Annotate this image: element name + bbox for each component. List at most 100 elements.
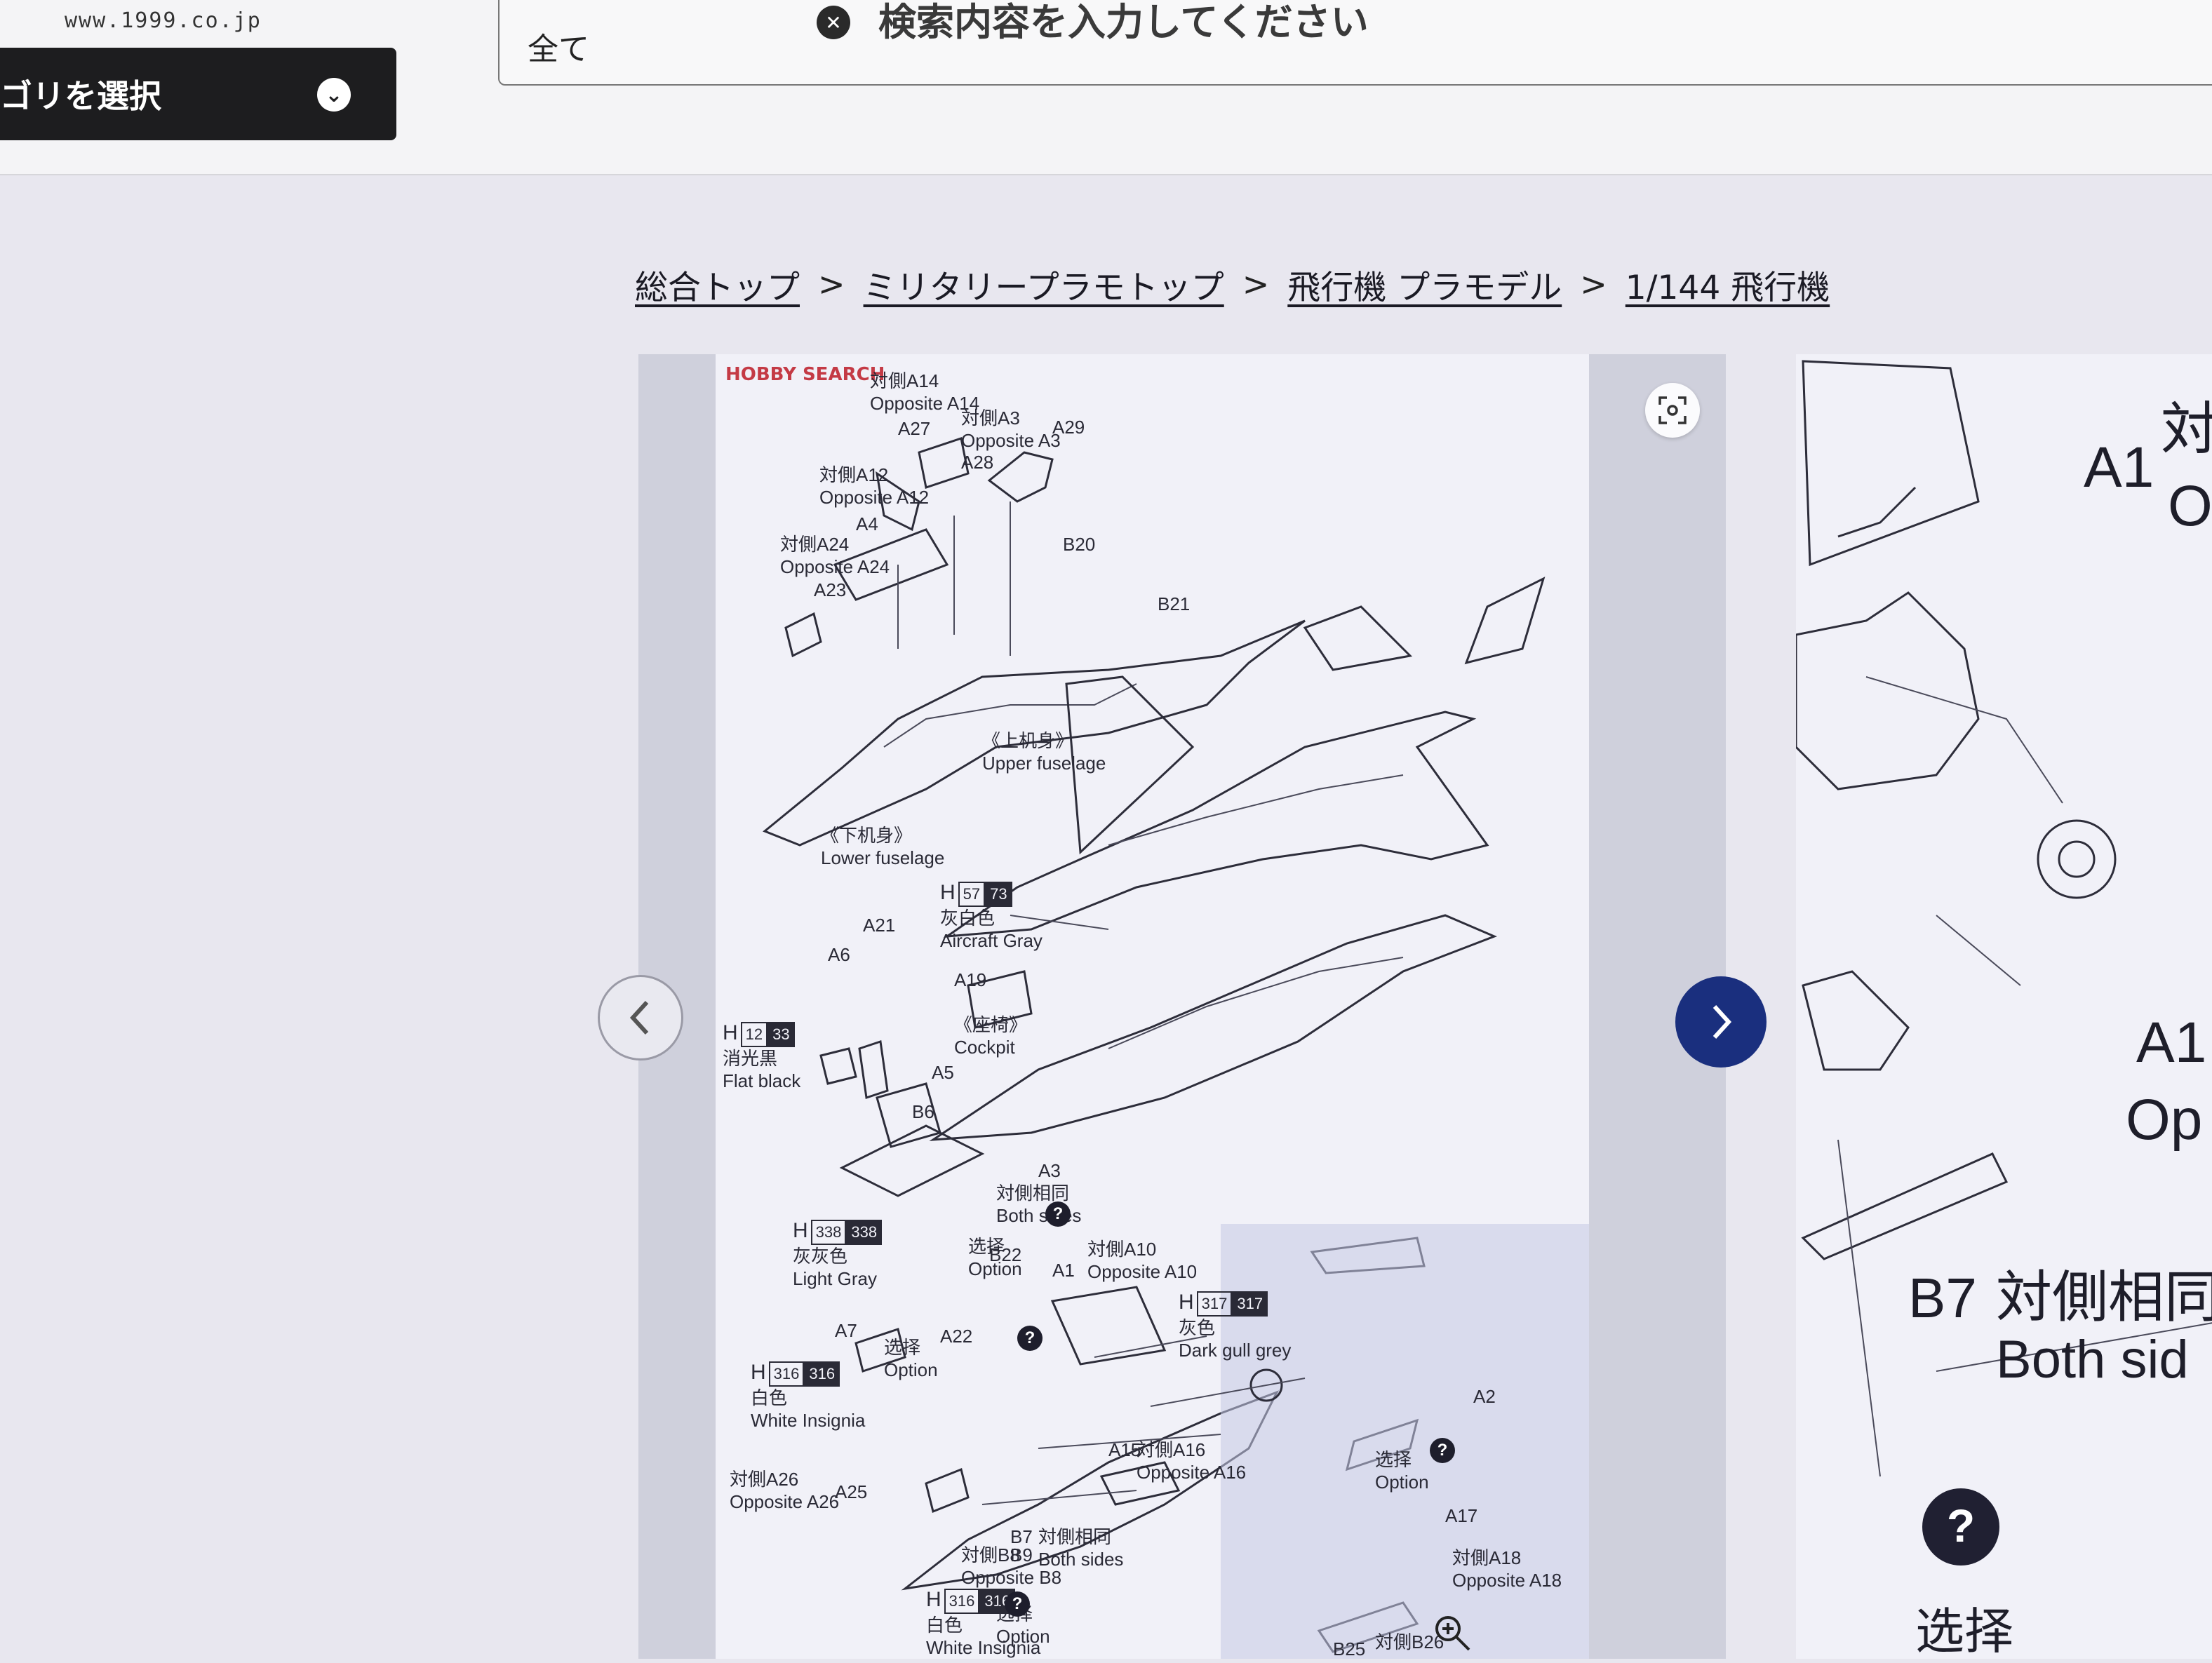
question-circle-icon: ? xyxy=(1005,1591,1030,1617)
label-jp: 対側相同 xyxy=(1038,1526,1112,1547)
next-diagram-label-both-jp: 対側相同 xyxy=(1996,1266,2212,1328)
label-en: Opposite A24 xyxy=(780,556,890,577)
paint-chip: 316 xyxy=(768,1361,805,1387)
part-number: A1 xyxy=(1052,1260,1075,1281)
site-url[interactable]: www.1999.co.jp xyxy=(65,8,262,33)
label-jp: 选择 xyxy=(968,1236,1005,1257)
next-glyph xyxy=(1712,1004,1732,1039)
breadcrumb-item-scale[interactable]: 1/144 飛行機 xyxy=(1625,268,1830,307)
label-jp: 消光黒 xyxy=(723,1048,778,1069)
next-diagram-label-o-top: O xyxy=(2168,474,2212,538)
search-scope[interactable]: 全て xyxy=(528,32,589,67)
paint-code-letter: H xyxy=(751,1361,766,1384)
diagram-label-lower-fuselage: 《下机身》Lower fuselage xyxy=(821,824,944,869)
label-en: Opposite A3 xyxy=(961,430,1061,451)
label-en: Opposite A14 xyxy=(870,393,980,414)
label-jp: 対側A24 xyxy=(780,534,850,555)
label-jp: 选择 xyxy=(884,1337,921,1358)
diagram-label-b20: B20 xyxy=(1063,533,1095,556)
question-circle-icon: ? xyxy=(1017,1326,1043,1351)
paint-code-letter: H xyxy=(940,881,956,904)
diagram-label-a5: A5 xyxy=(932,1061,954,1084)
diagram-label-a23: A23 xyxy=(814,579,846,601)
diagram-label-a19: A19 xyxy=(954,969,986,991)
breadcrumb-separator: > xyxy=(1580,265,1607,303)
label-en: Opposite A18 xyxy=(1452,1570,1562,1591)
zoom-in-icon[interactable] xyxy=(1431,1612,1473,1654)
diagram-label-cockpit: 《座椅》Cockpit xyxy=(954,1014,1027,1058)
part-number: A5 xyxy=(932,1062,954,1083)
hobby-search-logo: HOBBY SEARCH xyxy=(725,364,885,385)
paint-chip: 57 xyxy=(958,882,986,907)
part-number: A2 xyxy=(1473,1386,1496,1407)
next-diagram-label-a1-mid: A1 xyxy=(2136,1011,2207,1075)
label-en: White Insignia xyxy=(926,1637,1041,1658)
diagram-label-a21: A21 xyxy=(863,914,895,936)
fullscreen-icon[interactable] xyxy=(1645,383,1700,438)
label-en: White Insignia xyxy=(751,1410,866,1431)
category-select-label: ゴリを選択 xyxy=(0,77,161,115)
label-jp: 灰白色 xyxy=(940,908,996,929)
next-diagram-label-both-en: Both sid xyxy=(1996,1330,2189,1389)
breadcrumb-item-top[interactable]: 総合トップ xyxy=(635,268,800,307)
breadcrumb-item-aircraft[interactable]: 飛行機 プラモデル xyxy=(1287,268,1562,307)
label-jp: 対側A10 xyxy=(1087,1239,1157,1260)
part-number: B25 xyxy=(1333,1638,1366,1659)
diagram-label-b21: B21 xyxy=(1158,593,1190,615)
chevron-left-icon[interactable] xyxy=(598,975,683,1061)
part-number: A27 xyxy=(898,418,931,439)
diagram-label-a25: A25 xyxy=(835,1481,867,1503)
diagram-label-a27: A27 xyxy=(898,417,930,440)
diagram-label-b22: B22 xyxy=(989,1244,1021,1266)
search-bar: 全て ✕ xyxy=(498,0,2212,86)
breadcrumb-item-military[interactable]: ミリタリープラモトップ xyxy=(863,268,1224,307)
label-jp: 《座椅》 xyxy=(954,1014,1028,1035)
part-number: A21 xyxy=(863,915,896,936)
chevron-right-icon[interactable] xyxy=(1675,976,1767,1068)
label-en: Option xyxy=(996,1626,1050,1647)
search-input[interactable] xyxy=(878,0,1931,46)
paint-code-letter: H xyxy=(793,1219,808,1242)
diagram-label-a17: A17 xyxy=(1445,1504,1477,1527)
category-select[interactable]: ゴリを選択 ⌄ xyxy=(0,48,396,140)
instruction-diagram xyxy=(763,437,1589,1659)
paint-chip: 338 xyxy=(810,1220,847,1245)
part-number: B7 xyxy=(1010,1526,1033,1547)
next-diagram-label-a1-top: A1 xyxy=(2084,436,2154,499)
label-en: Opposite B8 xyxy=(961,1567,1062,1588)
label-en: Aircraft Gray xyxy=(940,930,1043,951)
diagram-label-a6: A6 xyxy=(828,943,850,966)
next-diagram-label-opp-mid: Op xyxy=(2126,1088,2203,1152)
diagram-label-a2: A2 xyxy=(1473,1385,1496,1408)
label-en: Option xyxy=(1375,1472,1429,1493)
diagram-label-b7: B7 xyxy=(1010,1526,1033,1548)
prev-glyph xyxy=(629,1000,649,1035)
question-circle-icon: ? xyxy=(1045,1201,1071,1227)
fullscreen-glyph xyxy=(1658,396,1687,424)
part-number: A25 xyxy=(835,1481,868,1502)
label-jp: 対側相同 xyxy=(996,1183,1070,1204)
label-jp: 白色 xyxy=(751,1387,788,1408)
paint-code-letter: H xyxy=(926,1588,941,1611)
label-jp: 《上机身》 xyxy=(982,730,1074,751)
part-number: B9 xyxy=(1010,1544,1033,1566)
label-jp: 対側A14 xyxy=(870,370,939,391)
label-jp: 対側A18 xyxy=(1452,1547,1522,1568)
question-circle-icon: ? xyxy=(1946,1500,1976,1551)
part-number: B22 xyxy=(989,1244,1022,1265)
diagram-label-opp-b26: 対側B26 xyxy=(1375,1631,1444,1653)
label-en: Opposite A10 xyxy=(1087,1261,1198,1282)
close-circle-icon[interactable]: ✕ xyxy=(817,6,850,39)
